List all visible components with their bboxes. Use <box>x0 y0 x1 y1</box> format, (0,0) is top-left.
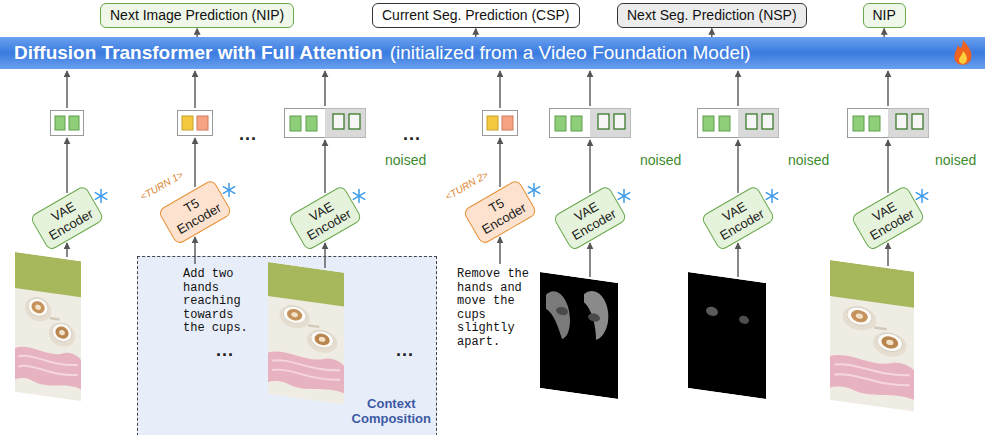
transformer-band: Diffusion Transformer with Full Attentio… <box>0 37 985 69</box>
current-seg-mask <box>540 272 618 399</box>
noised-tag: noised <box>935 152 976 168</box>
output-box: Current Seg. Prediction (CSP) <box>372 3 580 28</box>
encode-arrow <box>737 140 738 193</box>
encode-arrow <box>887 140 888 193</box>
next-image <box>830 260 914 412</box>
vae-encoder: VAE Encoder <box>552 185 628 252</box>
vae-encoder: VAE Encoder <box>700 185 776 252</box>
token-group <box>483 111 518 136</box>
ellipsis: ... <box>239 125 257 143</box>
input-arrow <box>194 237 195 264</box>
output-box-text: Next Seg. Prediction (NSP) <box>627 7 797 24</box>
encode-arrow <box>324 140 325 193</box>
output-arrow <box>475 29 476 38</box>
token-group <box>178 111 213 136</box>
input-arrow <box>499 237 500 264</box>
output-arrow <box>196 29 197 38</box>
token-group <box>51 111 84 136</box>
frozen-icon <box>223 183 234 196</box>
next-seg-mask <box>688 272 766 399</box>
encode-arrow <box>499 138 500 187</box>
edit-instruction: Add two hands reaching towards the cups. <box>183 268 253 336</box>
frozen-icon <box>766 189 777 202</box>
frozen-icon <box>916 189 927 202</box>
noised-tag: noised <box>640 152 681 168</box>
trainable-flame-core <box>959 51 967 64</box>
ellipsis: ... <box>403 125 421 143</box>
t5-encoder-text: T5 Encoder <box>472 187 529 237</box>
noised-tag: noised <box>385 152 426 168</box>
frozen-icon <box>95 189 106 202</box>
token-arrow <box>887 71 888 106</box>
context-image <box>268 262 344 405</box>
output-box: Next Image Prediction (NIP) <box>100 3 294 28</box>
frozen-icon <box>353 189 364 202</box>
context-group: Context Composition <box>137 256 437 435</box>
t5-encoder-text: T5 Encoder <box>167 187 224 237</box>
encode-arrow <box>66 138 67 193</box>
token-arrow <box>66 71 67 108</box>
transformer-band-text: Diffusion Transformer with Full Attentio… <box>14 42 383 64</box>
output-arrow <box>883 29 884 38</box>
vae-encoder: VAE Encoder <box>29 185 105 252</box>
encode-arrow <box>194 138 195 187</box>
vae-encoder: VAE Encoder <box>287 185 363 252</box>
vae-encoder-text: VAE Encoder <box>562 193 619 243</box>
ellipsis: ... <box>396 341 414 359</box>
input-image <box>15 252 81 401</box>
edit-instruction: Remove the hands and move the cups sligh… <box>457 268 533 349</box>
output-box-text: NIP <box>873 7 896 24</box>
token-group <box>550 109 631 138</box>
token-arrow <box>737 71 738 106</box>
context-group-text: Context Composition <box>352 396 431 426</box>
token-arrow <box>589 71 590 106</box>
vae-encoder-text: VAE Encoder <box>297 193 354 243</box>
encode-arrow <box>589 140 590 193</box>
token-group <box>285 109 366 138</box>
vae-encoder-text: VAE Encoder <box>710 193 767 243</box>
output-box-text: Next Image Prediction (NIP) <box>110 7 284 24</box>
transformer-band-text: (initialized from a Video Foundation Mod… <box>390 42 751 64</box>
output-box-text: Current Seg. Prediction (CSP) <box>382 7 570 24</box>
input-arrow <box>589 243 590 277</box>
input-arrow <box>737 243 738 277</box>
frozen-icon <box>618 189 629 202</box>
token-group <box>848 109 929 138</box>
token-arrow <box>499 71 500 108</box>
ellipsis: ... <box>216 341 234 359</box>
vae-encoder-text: VAE Encoder <box>860 193 917 243</box>
output-box: Next Seg. Prediction (NSP) <box>617 3 807 28</box>
context-fill <box>137 256 437 435</box>
trainable-flame <box>954 40 971 65</box>
token-group <box>698 109 779 138</box>
input-arrow <box>66 243 67 257</box>
output-box: NIP <box>863 3 906 28</box>
noised-tag: noised <box>788 152 829 168</box>
token-arrow <box>194 71 195 108</box>
vae-encoder: VAE Encoder <box>850 185 926 252</box>
frozen-icon <box>528 183 539 196</box>
output-arrow <box>711 29 712 38</box>
transformer-band-fill <box>0 37 985 69</box>
token-arrow <box>324 71 325 106</box>
vae-encoder-text: VAE Encoder <box>39 193 96 243</box>
input-arrow <box>887 243 888 266</box>
